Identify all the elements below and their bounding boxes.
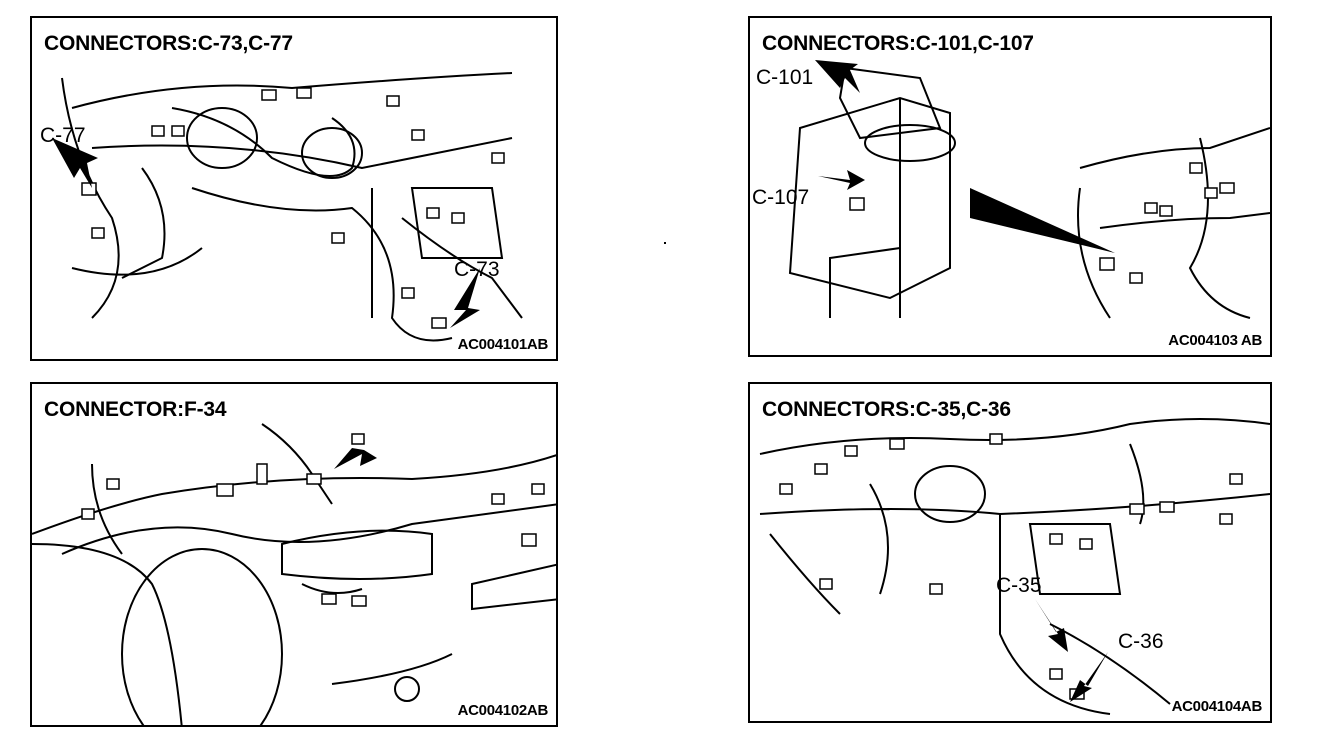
callout-label: C-77 xyxy=(40,124,86,147)
figure-code: AC004103 AB xyxy=(1168,332,1262,349)
panel-title: CONNECTORS:C-35,C-36 xyxy=(762,398,1011,421)
arrow-c73 xyxy=(450,268,480,328)
stray-mark xyxy=(664,242,666,244)
dashboard-wiring-illustration xyxy=(52,72,523,342)
callout-label: C-107 xyxy=(752,186,810,209)
panel-title: CONNECTORS:C-101,C-107 xyxy=(762,32,1034,55)
panel-c73-c77: CONNECTORS:C-73,C-77 C-77 C-73 AC004101A… xyxy=(30,16,558,361)
arrow-c77 xyxy=(52,138,98,188)
figure-code: AC004104AB xyxy=(1171,698,1263,715)
rear-body-wiring-illustration xyxy=(32,423,556,725)
arrow-f34 xyxy=(334,448,377,469)
arrow-c36 xyxy=(1070,652,1108,702)
arrow-c35 xyxy=(1035,599,1068,652)
figure-code: AC004101AB xyxy=(457,336,549,353)
figure-code: AC004102AB xyxy=(457,702,549,719)
callout-label: C-36 xyxy=(1118,630,1164,653)
panel-c35-c36: CONNECTORS:C-35,C-36 C-35 C-36 AC004104A… xyxy=(748,382,1272,723)
panel-title: CONNECTOR:F-34 xyxy=(44,398,227,421)
relay-box-wiring-illustration xyxy=(788,60,1270,319)
arrow-c107 xyxy=(818,170,865,190)
panel-f34: CONNECTOR:F-34 AC004102AB xyxy=(30,382,558,727)
arrow-c101 xyxy=(815,60,860,93)
callout-label: C-101 xyxy=(756,66,814,89)
zoom-pointer xyxy=(970,188,1115,253)
panel-c101-c107: CONNECTORS:C-101,C-107 C-101 C-107 AC004… xyxy=(748,16,1272,357)
callout-label: C-73 xyxy=(454,258,500,281)
dashboard-lower-wiring-illustration xyxy=(759,418,1270,715)
panel-title: CONNECTORS:C-73,C-77 xyxy=(44,32,293,55)
callout-label: C-35 xyxy=(996,574,1042,597)
